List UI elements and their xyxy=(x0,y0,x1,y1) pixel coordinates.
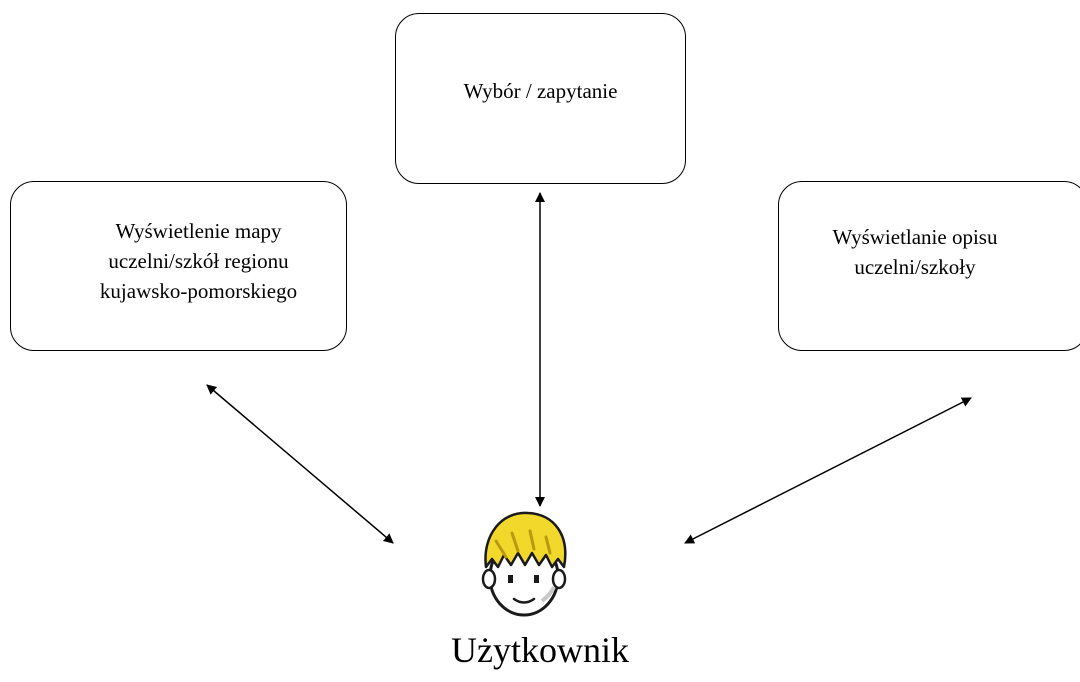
arrow-user-description xyxy=(684,397,972,544)
description-display-box: Wyświetlanie opisu uczelni/szkoły xyxy=(778,181,1080,351)
arrow-user-map xyxy=(206,384,394,544)
map-display-label-line-2: uczelni/szkół regionu xyxy=(108,249,289,273)
description-display-label-line-1: Wyświetlanie opisu xyxy=(832,225,998,249)
user-label: Użytkownik xyxy=(451,630,629,670)
map-display-box: Wyświetlenie mapy uczelni/szkół regionu … xyxy=(10,181,347,351)
map-display-label-line-3: kujawsko-pomorskiego xyxy=(99,279,298,303)
map-display-label-line-1: Wyświetlenie mapy xyxy=(115,219,282,243)
query-box: Wybór / zapytanie xyxy=(395,13,686,184)
query-box-label: Wybór / zapytanie xyxy=(463,79,618,103)
description-display-label-line-2: uczelni/szkoły xyxy=(854,255,976,279)
user-face-icon xyxy=(481,511,567,617)
